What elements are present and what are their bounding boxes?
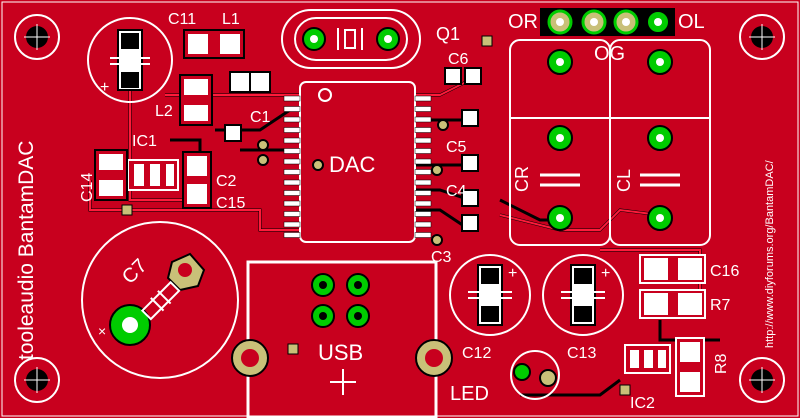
- capacitor-c12: +: [449, 254, 531, 336]
- dac-pin: [283, 200, 301, 207]
- board-title: tooleaudio BantamDAC: [15, 141, 38, 360]
- ic2-regulator: [624, 344, 671, 374]
- label-r7: R7: [710, 297, 731, 314]
- crystal-q1: [281, 9, 421, 69]
- capacitor-cr: [509, 39, 611, 246]
- dac-pin: [414, 158, 432, 165]
- dac-pin: [283, 116, 301, 123]
- dac-pins-right: [414, 95, 432, 238]
- label-c5: C5: [446, 139, 467, 156]
- label-ol: OL: [678, 11, 705, 33]
- ic1-regulator: [127, 159, 179, 191]
- label-dac: DAC: [329, 152, 376, 177]
- label-c14: C14: [79, 173, 96, 202]
- dac-pin: [283, 232, 301, 238]
- resistor-r7: [639, 289, 706, 319]
- svg-text:+: +: [601, 265, 610, 282]
- vias-dac: [257, 119, 449, 246]
- via-q1: [481, 35, 493, 47]
- svg-text:+: +: [508, 265, 517, 282]
- dac-pin: [283, 95, 301, 102]
- label-ic2: IC2: [630, 395, 655, 412]
- label-usb: USB: [318, 340, 363, 365]
- svg-text:×: ×: [98, 323, 106, 339]
- dac-pin: [283, 211, 301, 217]
- dac-pin: [283, 137, 301, 144]
- dac-pin: [414, 190, 432, 196]
- label-ic1: IC1: [132, 133, 157, 150]
- capacitor-c7: ×: [81, 221, 239, 379]
- label-c2: C2: [216, 173, 237, 190]
- capacitor-c13: +: [542, 254, 624, 336]
- label-c16: C16: [710, 263, 739, 280]
- label-c15: C15: [216, 195, 245, 212]
- output-header: [540, 8, 675, 36]
- dac-pin: [414, 148, 432, 154]
- label-c6: C6: [448, 51, 469, 68]
- dac-pin: [414, 116, 432, 123]
- dac-pin: [283, 190, 301, 196]
- copper-traces-red: [89, 79, 701, 300]
- dac-pin: [414, 232, 432, 238]
- dac-pin: [414, 200, 432, 207]
- dac-pin: [414, 211, 432, 217]
- inductor-l2: [179, 74, 213, 126]
- label-c11: C11: [168, 11, 196, 28]
- dac-pin: [283, 127, 301, 133]
- dac-pin: [283, 179, 301, 186]
- label-q1: Q1: [436, 24, 460, 44]
- dac-pin: [283, 221, 301, 228]
- via-usb: [287, 343, 299, 355]
- dac-pin: [283, 106, 301, 112]
- dac-pin: [283, 169, 301, 175]
- resistor-r8: [675, 337, 705, 397]
- capacitor-cl: [609, 39, 711, 246]
- label-og: OG: [594, 43, 625, 65]
- inductor-l1: [183, 29, 245, 59]
- capacitor-c6: [444, 67, 482, 85]
- capacitor-c5: [461, 109, 479, 172]
- label-r8: R8: [713, 353, 730, 374]
- label-cl: CL: [614, 169, 634, 192]
- mounting-hole-tr: [739, 14, 785, 60]
- capacitor-c14: [94, 149, 128, 201]
- label-l1: L1: [222, 11, 240, 28]
- label-l2: L2: [155, 103, 173, 120]
- label-c13: C13: [567, 345, 596, 362]
- dac-pins-left: [283, 95, 301, 238]
- dac-pin: [414, 221, 432, 228]
- capacitor-c2: [182, 151, 212, 209]
- label-cr: CR: [512, 166, 532, 192]
- label-c12: C12: [462, 345, 491, 362]
- dac-pin: [414, 127, 432, 133]
- dac-pin: [414, 137, 432, 144]
- dac-pin: [414, 179, 432, 186]
- mounting-hole-tl: [14, 14, 60, 60]
- dac-pin: [414, 169, 432, 175]
- svg-text:+: +: [100, 79, 109, 96]
- mounting-hole-br: [739, 357, 785, 403]
- dac-pin: [283, 148, 301, 154]
- via-ic2: [619, 384, 631, 396]
- capacitor-c16: [639, 254, 706, 284]
- smd-pads-group-a: [224, 71, 271, 142]
- board-url: http://www.diyforums.org/BantamDAC/: [764, 159, 776, 348]
- label-led: LED: [450, 383, 489, 405]
- label-or: OR: [508, 11, 538, 33]
- capacitor-c4: [461, 189, 479, 232]
- mounting-hole-bl: [14, 357, 60, 403]
- via-ic1: [121, 204, 133, 216]
- label-c4: C4: [446, 183, 467, 200]
- label-c3: C3: [431, 249, 452, 266]
- led: [510, 350, 560, 400]
- dac-pin: [414, 106, 432, 112]
- usb-connector: [231, 260, 453, 418]
- dac-pin: [414, 95, 432, 102]
- label-c1: C1: [250, 109, 271, 126]
- dac-pin: [283, 158, 301, 165]
- capacitor-c11: +: [87, 17, 173, 103]
